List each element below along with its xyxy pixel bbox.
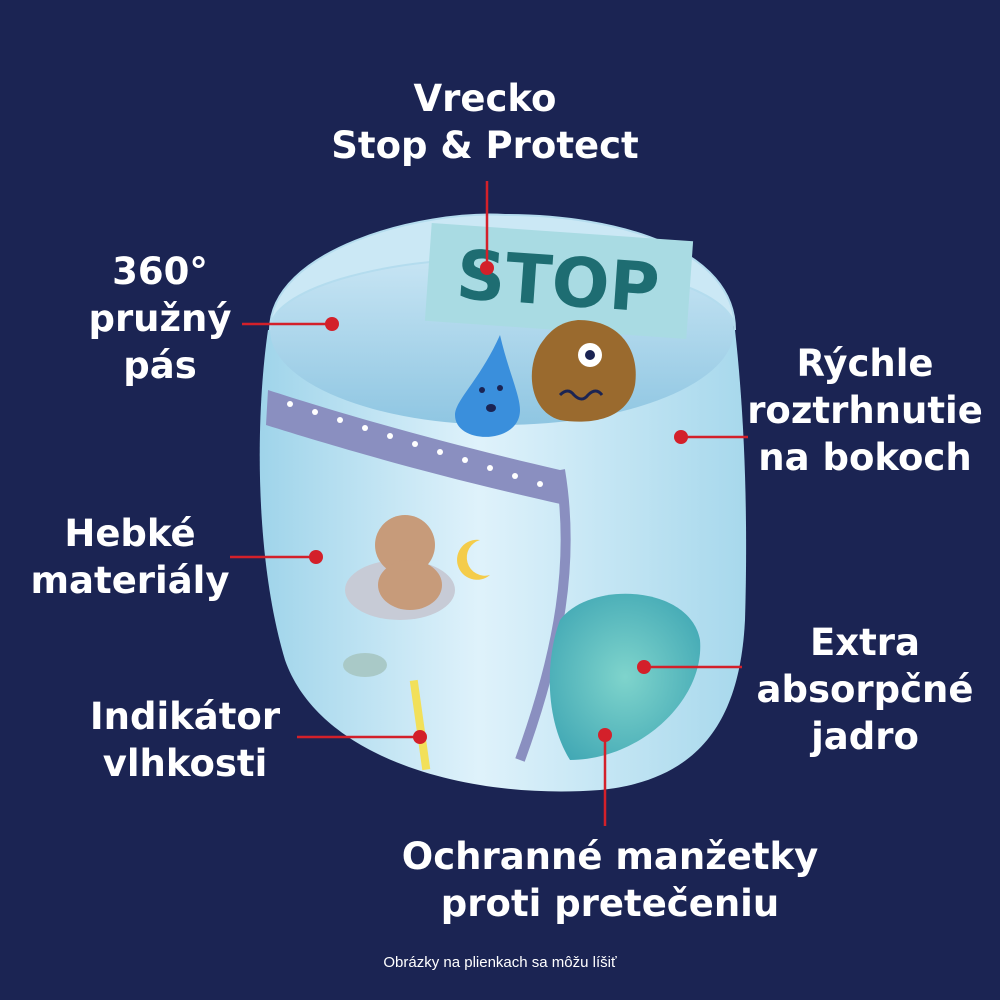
pointer-dots: [309, 261, 688, 744]
callout-core: Extra absorpčné jadro: [740, 619, 990, 760]
footnote: Obrázky na plienkach sa môžu líšiť: [383, 954, 617, 971]
absorbent-core: [549, 593, 701, 760]
callout-waist-line-2: pružný: [88, 297, 232, 340]
callout-sides-line-1: Rýchle: [796, 342, 934, 385]
callout-top-line-2: Stop & Protect: [331, 124, 639, 167]
callout-core-line-1: Extra: [809, 621, 921, 664]
callout-waist-line-1: 360°: [112, 250, 208, 293]
callout-waist-line-3: pás: [123, 344, 197, 387]
pointer-dot-core: [637, 660, 651, 674]
pointer-dot-wetness: [413, 730, 427, 744]
stop-sign-bg: [424, 222, 694, 340]
bear-head: [375, 515, 435, 575]
callout-core-line-2: absorpčné: [756, 668, 974, 711]
water-drop-character: [455, 335, 520, 437]
callout-wetness: Indikátor vlhkosti: [70, 693, 300, 787]
wetness-indicator: [409, 679, 431, 771]
callout-sides-line-2: roztrhnutie: [747, 389, 983, 432]
callout-sides-line-3: na bokoch: [758, 436, 972, 479]
callout-cuffs-line-1: Ochranné manžetky: [401, 835, 819, 878]
callout-soft-line-2: materiály: [30, 559, 230, 602]
callout-cuffs: Ochranné manžetky proti pretečeniu: [340, 833, 880, 927]
callout-top-line-1: Vrecko: [413, 77, 557, 120]
callout-wetness-line-2: vlhkosti: [102, 742, 268, 785]
pointer-dot-soft: [309, 550, 323, 564]
moon-print: [457, 539, 490, 580]
poop-character: [531, 320, 636, 422]
callout-waist: 360° pružný pás: [60, 248, 260, 389]
callout-core-line-3: jadro: [811, 715, 919, 758]
pointer-dot-sides: [674, 430, 688, 444]
callout-soft-line-1: Hebké: [64, 512, 196, 555]
bear-body: [378, 560, 442, 610]
callout-top: Vrecko Stop & Protect: [300, 75, 670, 169]
pointer-lines: [230, 181, 748, 826]
callout-cuffs-line-2: proti pretečeniu: [440, 882, 780, 925]
callout-soft: Hebké materiály: [15, 510, 245, 604]
side-seam: [515, 469, 571, 762]
band-stars: [287, 401, 543, 487]
pointer-dot-top: [480, 261, 494, 275]
callout-wetness-line-1: Indikátor: [89, 695, 281, 738]
pointer-dot-waist: [325, 317, 339, 331]
callout-sides: Rýchle roztrhnutie na bokoch: [740, 340, 990, 481]
stop-sign-text: STOP: [454, 236, 662, 329]
cloud-print-small: [343, 653, 387, 677]
pointer-dot-cuffs: [598, 728, 612, 742]
